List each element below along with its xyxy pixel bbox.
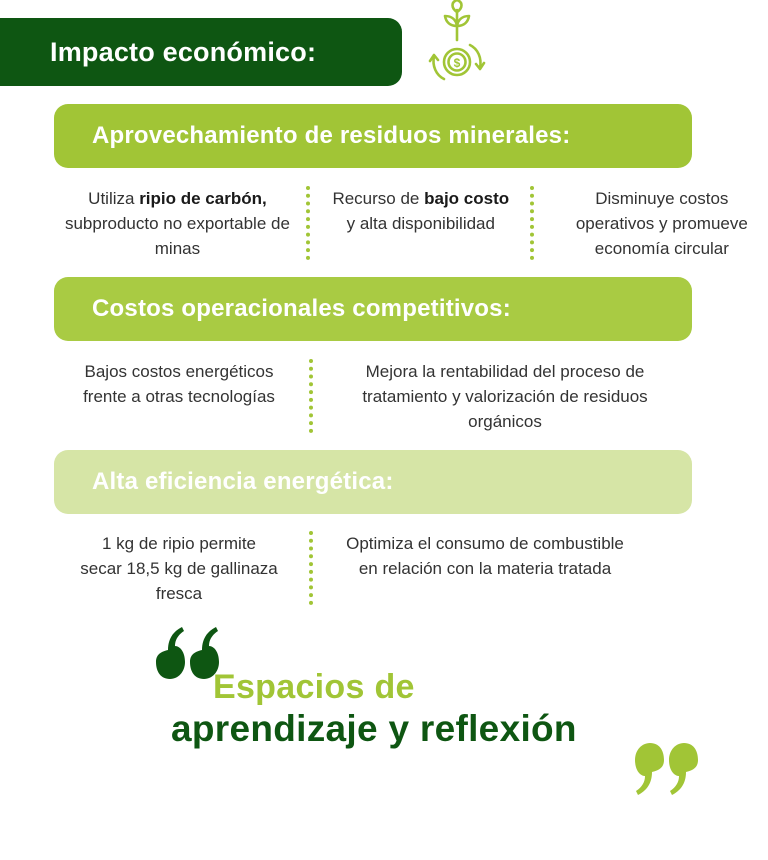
feature-cell: Bajos costos energéticos frente a otras … — [54, 359, 304, 434]
quote-open-icon — [156, 627, 219, 679]
section-title: Impacto económico: — [50, 36, 317, 67]
reflection-line-1: Espacios de — [213, 668, 415, 706]
dotted-divider — [305, 186, 310, 260]
sprout-coin-growth-icon: $ — [428, 0, 486, 81]
dotted-divider — [309, 531, 313, 605]
dotted-divider — [309, 359, 313, 433]
band-residuos-minerales: Aprovechamiento de residuos minerales: — [54, 104, 692, 168]
feature-cell: Optimiza el consumo de combustible en re… — [335, 531, 635, 606]
feature-text: Mejora la rentabilidad del proceso de tr… — [362, 362, 648, 431]
feature-cell: Mejora la rentabilidad del proceso de tr… — [335, 359, 675, 434]
band-heading: Aprovechamiento de residuos minerales: — [92, 122, 571, 149]
section-title-banner: Impacto económico: — [0, 18, 402, 86]
band-heading: Alta eficiencia energética: — [92, 468, 394, 495]
dotted-divider — [529, 186, 534, 260]
band-heading: Costos operacionales competitivos: — [92, 295, 511, 322]
feature-text: Disminuye costos operativos y promueve e… — [575, 189, 748, 258]
feature-row: Utiliza ripio de carbón, subproducto no … — [54, 186, 768, 261]
feature-text: Optimiza el consumo de combustible en re… — [346, 534, 624, 578]
feature-row: 1 kg de ripio permite secar 18,5 kg de g… — [54, 531, 768, 606]
band-costos-operacionales: Costos operacionales competitivos: — [54, 277, 692, 341]
svg-text:$: $ — [454, 56, 461, 70]
feature-cell: Recurso de bajo costo y alta disponibili… — [332, 186, 510, 261]
feature-cell: Utiliza ripio de carbón, subproducto no … — [54, 186, 301, 261]
reflection-line-2: aprendizaje y reflexión — [171, 708, 577, 749]
feature-cell: Disminuye costos operativos y promueve e… — [556, 186, 768, 261]
feature-cell: 1 kg de ripio permite secar 18,5 kg de g… — [54, 531, 304, 606]
band-eficiencia-energetica: Alta eficiencia energética: — [54, 450, 692, 514]
feature-text: Bajos costos energéticos frente a otras … — [83, 362, 275, 406]
feature-text: Utiliza ripio de carbón, subproducto no … — [64, 189, 290, 258]
feature-row: Bajos costos energéticos frente a otras … — [54, 359, 768, 434]
quote-close-icon — [635, 743, 698, 795]
feature-text: 1 kg de ripio permite secar 18,5 kg de g… — [80, 534, 278, 603]
feature-text: Recurso de bajo costo y alta disponibili… — [332, 189, 510, 233]
